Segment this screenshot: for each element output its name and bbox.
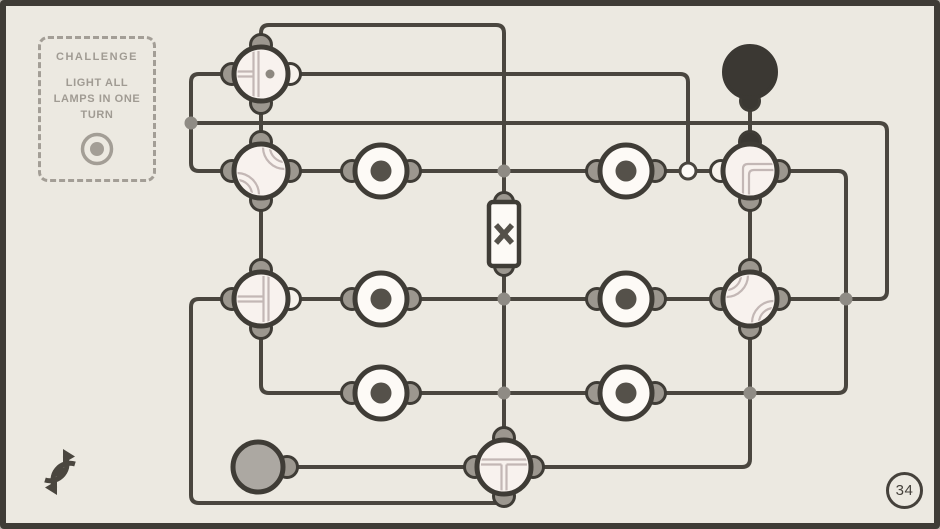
- rotator-node[interactable]: [220, 258, 302, 340]
- source-gray-node: [230, 439, 299, 495]
- level-badge: 34: [886, 472, 923, 509]
- rotator-body: [231, 269, 291, 329]
- lamp-center-dot: [615, 160, 637, 182]
- lamp-center-dot: [615, 382, 637, 404]
- rotator-node[interactable]: [709, 130, 791, 212]
- pattern-tee-left-dot: [237, 51, 275, 97]
- challenge-title: CHALLENGE: [56, 51, 138, 63]
- lamp-center-dot: [370, 382, 392, 404]
- restart-icon: [44, 449, 76, 495]
- pattern-tee-left: [237, 276, 270, 322]
- source-black-node: [722, 44, 778, 112]
- rotator-node[interactable]: [709, 258, 791, 340]
- puzzle-board: [184, 23, 889, 508]
- lamp-node: [340, 270, 422, 328]
- lamp-center-dot: [370, 288, 392, 310]
- black-source-body: [722, 44, 778, 100]
- rotator-node[interactable]: [220, 33, 302, 115]
- gray-source-body: [230, 439, 286, 495]
- pattern-corner-es: [741, 162, 774, 195]
- junction-dot: [497, 292, 511, 306]
- rotator-body: [474, 437, 534, 497]
- lamp-node: [585, 270, 667, 328]
- rotator-body: [720, 269, 780, 329]
- lamp-node: [585, 142, 667, 200]
- challenge-text: LIGHT ALL LAMPS IN ONE TURN: [53, 77, 141, 121]
- junction-dot: [497, 386, 511, 400]
- junction-dot: [839, 292, 853, 306]
- open-junction-dot: [678, 161, 698, 181]
- rotator-body: [231, 44, 291, 104]
- lamp-node: [585, 364, 667, 422]
- lamp-center-dot: [370, 160, 392, 182]
- junction-dot: [743, 386, 757, 400]
- pattern-tee-down: [481, 458, 527, 491]
- junction-dot: [497, 164, 511, 178]
- lamp-node: [340, 142, 422, 200]
- rotator-body: [231, 141, 291, 201]
- level-number: 34: [895, 482, 914, 499]
- challenge-panel: CHALLENGE LIGHT ALL LAMPS IN ONE TURN: [38, 36, 156, 182]
- wires: [189, 23, 889, 505]
- restart-button[interactable]: [28, 440, 92, 504]
- junction-dot: [184, 116, 198, 130]
- lamp-icon: [80, 132, 114, 166]
- lamp-node: [340, 364, 422, 422]
- rotator-node[interactable]: [220, 130, 302, 212]
- lamp-center-dot: [615, 288, 637, 310]
- blocker-node: [486, 191, 522, 277]
- rotator-node[interactable]: [463, 426, 545, 508]
